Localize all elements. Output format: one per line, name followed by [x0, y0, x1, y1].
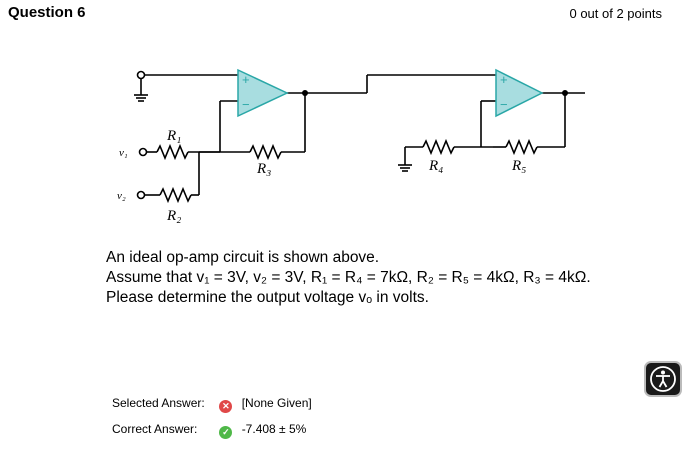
question-points: 0 out of 2 points: [569, 6, 662, 21]
label-r2: R₂: [166, 208, 181, 224]
opamp1-plus: +: [242, 72, 250, 87]
question-header: Question 6 0 out of 2 points: [0, 0, 700, 28]
question-title: Question 6: [8, 4, 86, 21]
selected-answer-label: Selected Answer:: [112, 396, 205, 410]
circuit-diagram: + − + − v₁ v₂ R₁ R₂ R₃ R₄ R₅ vₒ: [117, 68, 585, 224]
opamp2-minus: −: [500, 97, 508, 112]
question-line-1: An ideal op-amp circuit is shown above.: [106, 249, 380, 266]
label-r3: R₃: [256, 161, 271, 177]
opamp-2: [495, 68, 544, 118]
label-v1: v₁: [119, 147, 128, 159]
question-text: An ideal op-amp circuit is shown above. …: [106, 248, 591, 308]
correct-answer-label: Correct Answer:: [112, 422, 198, 436]
check-circle-icon: ✓: [219, 426, 233, 439]
correct-answer-value: -7.408 ± 5%: [241, 422, 307, 436]
selected-answer-value: [None Given]: [241, 396, 312, 410]
x-circle-icon: ✕: [219, 400, 233, 413]
selected-answer-row: Selected Answer: ✕ [None Given]: [112, 396, 312, 413]
correct-answer-row: Correct Answer: ✓ -7.408 ± 5%: [112, 422, 306, 439]
label-r4: R₄: [428, 158, 443, 174]
question-line-2: Assume that v₁ = 3V, v₂ = 3V, R₁ = R₄ = …: [106, 269, 591, 286]
label-r1: R₁: [166, 128, 181, 144]
opamp1-minus: −: [242, 97, 250, 112]
opamp-1: [237, 68, 289, 118]
opamp2-plus: +: [500, 72, 508, 87]
accessibility-icon[interactable]: [644, 361, 682, 397]
label-v2: v₂: [117, 190, 126, 202]
question-line-3: Please determine the output voltage vₒ i…: [106, 289, 429, 306]
label-r5: R₅: [511, 158, 526, 174]
